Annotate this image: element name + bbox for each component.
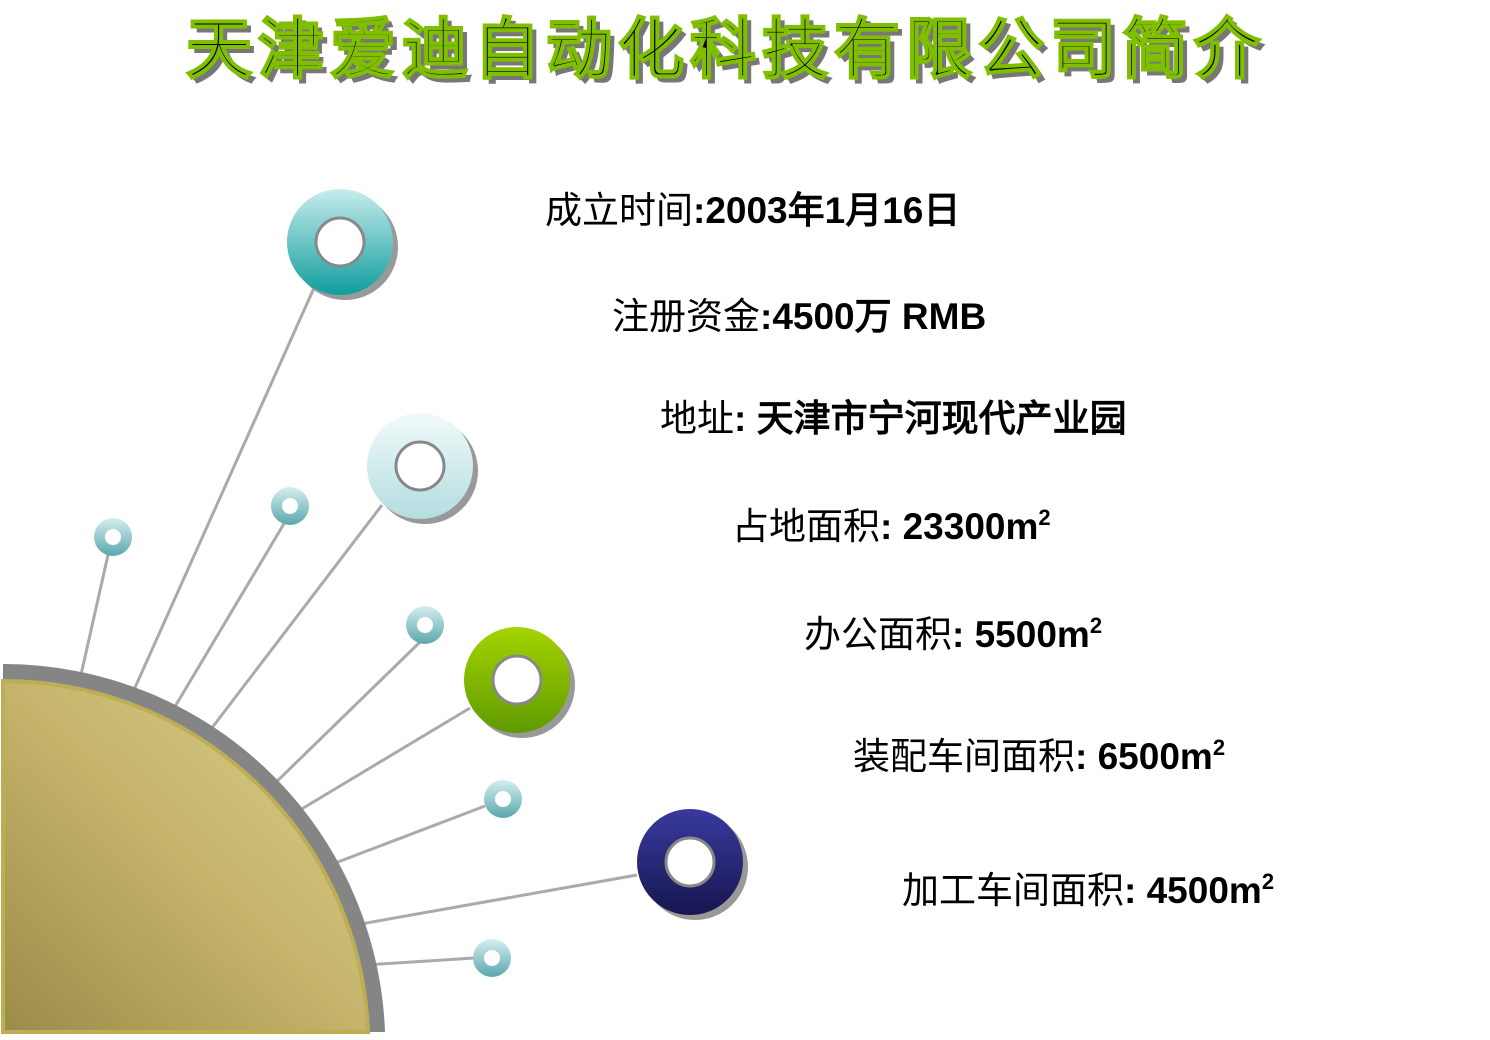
info-land-area: 占地面积: 23300m2 — [732, 496, 1051, 550]
label: 装配车间面积 — [853, 735, 1075, 778]
info-machining-area: 加工车间面积: 4500m2 — [902, 860, 1274, 914]
superscript: 2 — [1212, 735, 1226, 760]
info-assembly-area: 装配车间面积: 6500m2 — [853, 726, 1225, 780]
large-rings — [287, 189, 748, 920]
value: :2003年1月16日 — [693, 190, 961, 231]
label: 办公面积 — [804, 613, 952, 656]
label: 地址 — [660, 397, 734, 440]
info-address: 地址: 天津市宁河现代产业园 — [660, 388, 1127, 442]
superscript: 2 — [1038, 505, 1051, 530]
label: 成立时间 — [545, 189, 693, 232]
quarter-disc — [0, 678, 371, 1034]
value: : 6500m — [1075, 736, 1213, 777]
superscript: 2 — [1261, 869, 1275, 894]
value: : 天津市宁河现代产业园 — [734, 398, 1127, 439]
info-founded: 成立时间:2003年1月16日 — [545, 180, 960, 234]
value: : 23300m — [880, 506, 1039, 547]
value: : 5500m — [952, 614, 1090, 655]
label: 加工车间面积 — [902, 869, 1124, 912]
slide-title: 天津爱迪自动化科技有限公司简介 — [185, 10, 1266, 89]
value: : 4500m — [1124, 870, 1262, 911]
info-capital: 注册资金:4500万 RMB — [612, 286, 986, 340]
label: 占地面积 — [732, 505, 880, 548]
small-rings — [94, 487, 522, 977]
label: 注册资金 — [612, 295, 760, 338]
connector-lines — [76, 287, 638, 967]
info-office-area: 办公面积: 5500m2 — [804, 604, 1102, 658]
superscript: 2 — [1089, 613, 1103, 638]
value: :4500万 RMB — [760, 296, 987, 337]
